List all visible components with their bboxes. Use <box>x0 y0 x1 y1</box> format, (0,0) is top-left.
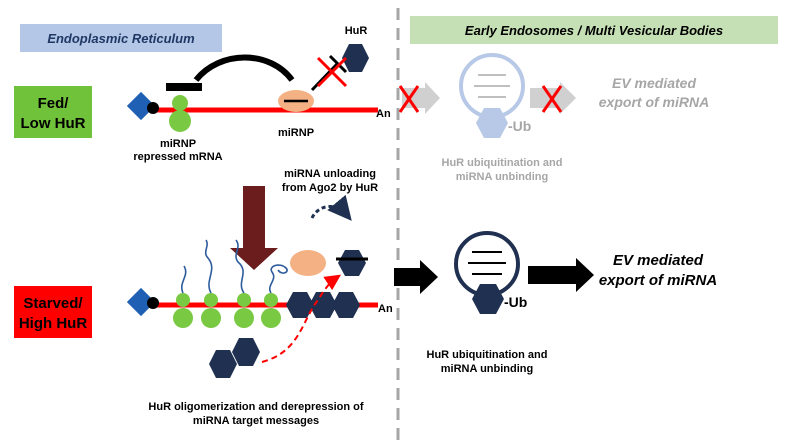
er-header-text: Endoplasmic Reticulum <box>47 31 195 46</box>
starved-label-line2: High HuR <box>19 315 87 332</box>
hur-hexagon-top <box>342 44 369 72</box>
fed-state-box: Fed/ Low HuR <box>14 86 92 138</box>
hur-oligomer-1 <box>286 292 314 318</box>
faded-arrow-1 <box>402 82 440 114</box>
fed-label-line2: Low HuR <box>21 115 86 132</box>
ev-top-line2: export of miRNA <box>599 94 709 110</box>
export-arrow-1 <box>394 260 438 294</box>
ribosome-small-1 <box>176 293 190 307</box>
polya-top: An <box>376 108 391 120</box>
ev-bottom-line2: export of miRNA <box>599 272 717 289</box>
bottom-mrna: An <box>126 239 393 328</box>
ubq-bottom-line1: HuR ubiquitination and <box>427 349 548 361</box>
ribosome-small-top <box>172 95 188 111</box>
free-hur-2 <box>232 338 260 366</box>
free-hur-1 <box>209 350 237 378</box>
ribosome-large-3 <box>234 308 254 328</box>
hur-oligomer-2 <box>309 292 337 318</box>
hur-with-mirna <box>338 250 366 276</box>
ub-hur-hexagon <box>472 284 504 314</box>
ub-label-bottom: -Ub <box>504 294 527 310</box>
mirnp-label-right: miRNP <box>278 127 314 139</box>
ribosome-large-2 <box>201 308 221 328</box>
repression-arc <box>193 54 295 82</box>
active-export-path: -Ub EV mediated export of miRNA HuR ubiq… <box>394 231 717 375</box>
polya-bottom: An <box>378 303 393 315</box>
endosome-header: Early Endosomes / Multi Vesicular Bodies <box>410 16 778 44</box>
cap-dot-top <box>147 102 159 114</box>
peptide-4 <box>269 264 288 294</box>
hur-inhibit-line <box>310 61 340 92</box>
ub-label-top: -Ub <box>508 118 531 134</box>
ribosome-small-4 <box>264 293 278 307</box>
ribosome-small-3 <box>237 293 251 307</box>
mirnp-label-2: repressed mRNA <box>133 151 222 163</box>
hur-blocked-x <box>316 56 348 88</box>
hur-label-top: HuR <box>345 25 368 37</box>
red-x-2 <box>541 85 563 113</box>
red-x-1 <box>398 85 420 113</box>
fed-label-line1: Fed/ <box>38 95 70 112</box>
repression-bar <box>166 83 202 91</box>
down-arrow <box>230 186 278 270</box>
cap-dot-bottom <box>147 297 159 309</box>
peptide-3 <box>235 239 245 294</box>
unload-line2: from Ago2 by HuR <box>282 182 378 194</box>
peptide-2 <box>204 239 213 294</box>
mirnp-label-1: miRNP <box>160 138 196 150</box>
faded-export-path: -Ub EV mediated export of miRNA HuR ubiq… <box>398 53 709 183</box>
export-arrow-2 <box>528 258 594 292</box>
unload-line1: miRNA unloading <box>284 168 376 180</box>
starved-label-line1: Starved/ <box>23 295 83 312</box>
hur-oligomer-3 <box>332 292 360 318</box>
ribosome-large-4 <box>261 308 281 328</box>
er-header: Endoplasmic Reticulum <box>20 24 222 52</box>
olig-line2: miRNA target messages <box>193 415 319 427</box>
peptide-1 <box>181 265 187 294</box>
ubq-top-line2: miRNA unbinding <box>456 171 548 183</box>
starved-state-box: Starved/ High HuR <box>14 286 92 338</box>
ev-top-line1: EV mediated <box>612 75 696 91</box>
ubq-top-line1: HuR ubiquitination and <box>442 157 563 169</box>
top-mrna: An <box>126 54 391 132</box>
ribosome-large-1 <box>173 308 193 328</box>
unload-dotted-arrow <box>310 194 352 221</box>
ribosome-large-top <box>169 110 191 132</box>
faded-hur-hexagon <box>476 108 508 138</box>
ribosome-small-2 <box>204 293 218 307</box>
ubq-bottom-line2: miRNA unbinding <box>441 363 533 375</box>
endosome-header-text: Early Endosomes / Multi Vesicular Bodies <box>465 23 723 38</box>
ev-bottom-line1: EV mediated <box>613 252 704 269</box>
olig-line1: HuR oligomerization and derepression of <box>148 401 363 413</box>
released-ago2 <box>290 250 326 276</box>
